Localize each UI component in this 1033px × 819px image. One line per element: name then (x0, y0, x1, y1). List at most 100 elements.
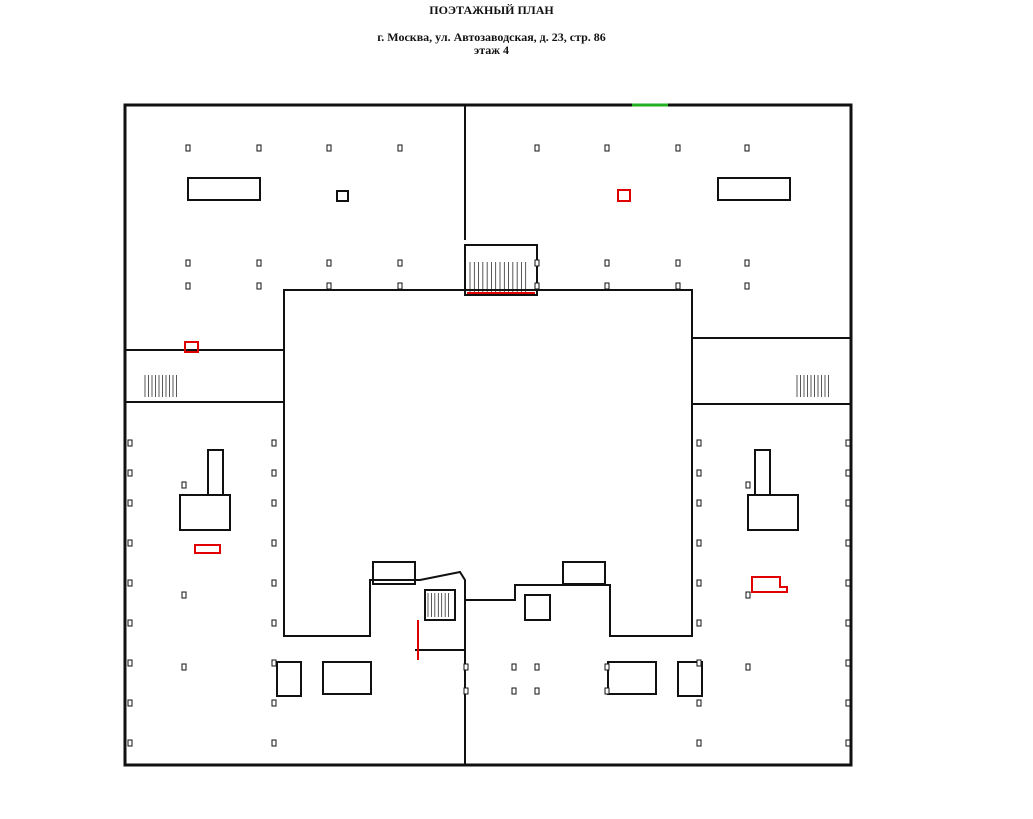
wc-block-sw1 (276, 661, 302, 697)
column (744, 144, 750, 152)
column (534, 282, 540, 290)
column (256, 144, 262, 152)
column (845, 699, 851, 707)
wc-block-w (179, 494, 231, 531)
column (675, 282, 681, 290)
wc-block-sw2 (322, 661, 372, 695)
column (326, 259, 332, 267)
column (256, 282, 262, 290)
wc-block-ne (717, 177, 791, 201)
column (181, 481, 187, 489)
column (604, 259, 610, 267)
column (745, 481, 751, 489)
column (696, 499, 702, 507)
column (397, 259, 403, 267)
column (675, 259, 681, 267)
outer-wall (123, 103, 853, 767)
column (696, 439, 702, 447)
column (271, 539, 277, 547)
column (397, 282, 403, 290)
column (604, 282, 610, 290)
column (256, 259, 262, 267)
highlight-room-w (194, 544, 221, 554)
wc-block-nw (187, 177, 261, 201)
column (326, 144, 332, 152)
wc-block-e (747, 494, 799, 531)
column (845, 439, 851, 447)
column-large-n (336, 190, 349, 202)
right-core (691, 337, 852, 405)
column (534, 259, 540, 267)
column (675, 144, 681, 152)
column (845, 739, 851, 747)
column (845, 659, 851, 667)
column (326, 282, 332, 290)
column (604, 144, 610, 152)
column (127, 439, 133, 447)
column (534, 663, 540, 671)
column (127, 469, 133, 477)
column (696, 579, 702, 587)
bottom-stair (424, 589, 456, 621)
column (744, 259, 750, 267)
column (271, 619, 277, 627)
column (696, 739, 702, 747)
column (534, 144, 540, 152)
column (744, 282, 750, 290)
floor-label: этаж 4 (474, 43, 509, 57)
wc-block-se1 (607, 661, 657, 695)
wc-block-se2 (677, 661, 703, 697)
courtyard-wall (283, 289, 693, 637)
column (271, 499, 277, 507)
column (745, 663, 751, 671)
column (745, 591, 751, 599)
plan-title: ПОЭТАЖНЫЙ ПЛАН (429, 3, 554, 17)
column (696, 619, 702, 627)
column (511, 687, 517, 695)
column (185, 282, 191, 290)
column (696, 539, 702, 547)
column (845, 499, 851, 507)
column (127, 659, 133, 667)
column (271, 579, 277, 587)
column (271, 469, 277, 477)
column (271, 439, 277, 447)
column (397, 144, 403, 152)
column (534, 687, 540, 695)
column (463, 687, 469, 695)
column (845, 619, 851, 627)
bottom-left-lifts (372, 561, 416, 585)
column (127, 619, 133, 627)
column (185, 259, 191, 267)
column (181, 591, 187, 599)
column (511, 663, 517, 671)
column (696, 699, 702, 707)
bottom-lift (524, 594, 551, 621)
column (696, 659, 702, 667)
plan-address: г. Москва, ул. Автозаводская, д. 23, стр… (377, 30, 606, 44)
column (181, 663, 187, 671)
column (696, 469, 702, 477)
column (271, 739, 277, 747)
highlight-room-n (617, 189, 631, 202)
left-core (124, 349, 285, 403)
column (604, 687, 610, 695)
column (185, 144, 191, 152)
column (127, 499, 133, 507)
column (127, 579, 133, 587)
column (604, 663, 610, 671)
top-stair (464, 244, 538, 296)
bottom-right-lifts (562, 561, 606, 585)
column (127, 699, 133, 707)
column (845, 579, 851, 587)
highlight-room-core-w (184, 341, 199, 353)
column (845, 539, 851, 547)
shaft-w (207, 449, 224, 496)
column (127, 739, 133, 747)
column (271, 659, 277, 667)
column (127, 539, 133, 547)
column (845, 469, 851, 477)
column (271, 699, 277, 707)
highlight-room-e (751, 576, 788, 593)
